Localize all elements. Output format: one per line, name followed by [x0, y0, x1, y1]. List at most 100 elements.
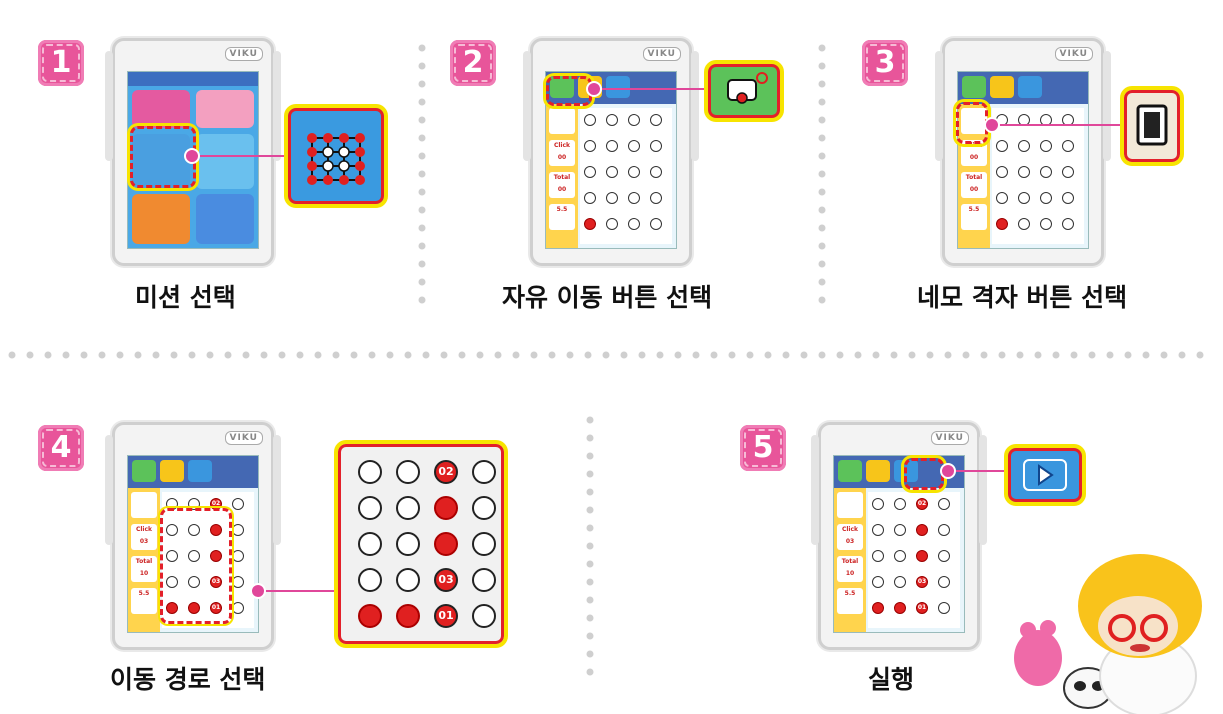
grid-cell[interactable]: [938, 550, 950, 562]
grid-cell[interactable]: [232, 602, 244, 614]
grid-cell[interactable]: [938, 498, 950, 510]
movement-grid[interactable]: [580, 108, 672, 244]
grid-cell[interactable]: [1062, 140, 1074, 152]
grid-cell[interactable]: [166, 550, 178, 562]
grid-cell[interactable]: [606, 218, 618, 230]
grid-cell[interactable]: [1062, 218, 1074, 230]
mission-tile[interactable]: [196, 194, 254, 244]
grid-cell[interactable]: [938, 576, 950, 588]
grid-cell[interactable]: [606, 140, 618, 152]
square-grid-button[interactable]: [837, 492, 863, 518]
mission-tile[interactable]: [196, 90, 254, 128]
grid-cell[interactable]: [166, 524, 178, 536]
grid-cell[interactable]: [1040, 140, 1052, 152]
square-grid-button[interactable]: [961, 108, 987, 134]
grid-cell[interactable]: [872, 524, 884, 536]
grid-cell[interactable]: [584, 140, 596, 152]
grid-cell[interactable]: [916, 524, 928, 536]
delete-button[interactable]: [866, 460, 890, 482]
mission-tile[interactable]: [132, 90, 190, 128]
grid-cell[interactable]: [872, 550, 884, 562]
grid-cell[interactable]: [166, 602, 178, 614]
free-move-button[interactable]: [962, 76, 986, 98]
grid-cell[interactable]: [584, 218, 596, 230]
square-grid-button[interactable]: [131, 492, 157, 518]
grid-cell[interactable]: [584, 192, 596, 204]
grid-cell[interactable]: [872, 498, 884, 510]
grid-cell[interactable]: [232, 524, 244, 536]
grid-cell[interactable]: [996, 218, 1008, 230]
grid-cell[interactable]: [650, 218, 662, 230]
grid-cell[interactable]: [1018, 166, 1030, 178]
grid-cell[interactable]: [188, 524, 200, 536]
movement-grid[interactable]: 02 03 01: [868, 492, 960, 628]
grid-cell[interactable]: [628, 140, 640, 152]
mission-tile[interactable]: [132, 194, 190, 244]
grid-cell[interactable]: [938, 524, 950, 536]
grid-cell[interactable]: [1062, 166, 1074, 178]
grid-cell[interactable]: [1018, 218, 1030, 230]
grid-cell[interactable]: [650, 140, 662, 152]
grid-cell[interactable]: [232, 498, 244, 510]
grid-cell[interactable]: [188, 576, 200, 588]
play-button[interactable]: [1018, 76, 1042, 98]
grid-cell[interactable]: [1062, 192, 1074, 204]
grid-cell[interactable]: [232, 550, 244, 562]
grid-cell[interactable]: [1018, 140, 1030, 152]
mission-tile-grid[interactable]: [132, 134, 190, 189]
grid-cell[interactable]: 03: [916, 576, 928, 588]
grid-cell[interactable]: [1040, 166, 1052, 178]
grid-cell[interactable]: [584, 166, 596, 178]
grid-cell: [472, 496, 496, 520]
grid-cell: [396, 496, 420, 520]
grid-cell[interactable]: 01: [210, 602, 222, 614]
delete-button[interactable]: [160, 460, 184, 482]
grid-cell[interactable]: [894, 524, 906, 536]
delete-button[interactable]: [990, 76, 1014, 98]
square-grid-icon: [1136, 104, 1168, 146]
grid-cell[interactable]: [188, 550, 200, 562]
free-move-button[interactable]: [550, 76, 574, 98]
grid-cell[interactable]: [916, 550, 928, 562]
grid-cell[interactable]: [584, 114, 596, 126]
grid-cell[interactable]: 03: [210, 576, 222, 588]
grid-cell[interactable]: [166, 576, 178, 588]
grid-cell[interactable]: [606, 114, 618, 126]
grid-cell[interactable]: [210, 550, 222, 562]
grid-cell[interactable]: [232, 576, 244, 588]
grid-cell[interactable]: [894, 498, 906, 510]
grid-cell[interactable]: [894, 550, 906, 562]
grid-cell[interactable]: [996, 166, 1008, 178]
free-move-button[interactable]: [132, 460, 156, 482]
grid-cell[interactable]: [1040, 192, 1052, 204]
grid-cell[interactable]: [628, 218, 640, 230]
grid-cell[interactable]: [650, 114, 662, 126]
grid-cell[interactable]: [872, 576, 884, 588]
grid-cell[interactable]: [606, 166, 618, 178]
grid-cell[interactable]: 01: [916, 602, 928, 614]
grid-cell[interactable]: [894, 602, 906, 614]
grid-cell[interactable]: [996, 192, 1008, 204]
grid-cell[interactable]: [650, 192, 662, 204]
grid-cell[interactable]: [1040, 218, 1052, 230]
grid-cell[interactable]: [1018, 192, 1030, 204]
square-grid-button[interactable]: [549, 108, 575, 134]
grid-cell[interactable]: [872, 602, 884, 614]
grid-cell[interactable]: [606, 192, 618, 204]
play-button[interactable]: [606, 76, 630, 98]
grid-cell[interactable]: [210, 524, 222, 536]
movement-grid[interactable]: [992, 108, 1084, 244]
play-button[interactable]: [188, 460, 212, 482]
mission-tile[interactable]: [196, 134, 254, 189]
grid-cell[interactable]: [894, 576, 906, 588]
grid-cell[interactable]: [628, 166, 640, 178]
grid-cell[interactable]: [938, 602, 950, 614]
grid-cell[interactable]: [650, 166, 662, 178]
grid-cell[interactable]: 02: [916, 498, 928, 510]
grid-cell[interactable]: [996, 140, 1008, 152]
grid-cell[interactable]: [628, 192, 640, 204]
grid-cell[interactable]: [188, 602, 200, 614]
free-move-button[interactable]: [838, 460, 862, 482]
grid-cell[interactable]: [628, 114, 640, 126]
